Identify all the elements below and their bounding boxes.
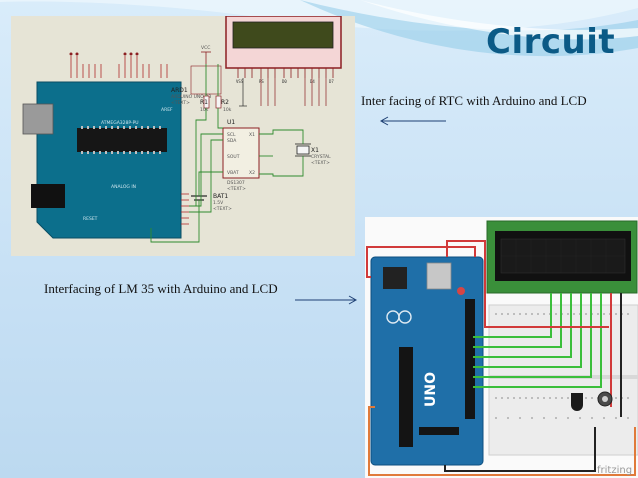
ds1307-part: DS1307	[227, 180, 245, 186]
arrow-right-icon	[295, 295, 358, 305]
analog-header	[419, 427, 459, 435]
reset-button	[457, 287, 465, 295]
usb-connector	[426, 262, 452, 290]
ard1-ref: ARD1	[171, 87, 188, 94]
caption-rtc: Inter facing of RTC with Arduino and LCD	[361, 93, 587, 108]
caption-lm35: Interfacing of LM 35 with Arduino and LC…	[44, 281, 278, 296]
atmega-label: ATMEGA328P-PU	[101, 120, 139, 126]
pin-sda: SDA	[227, 138, 237, 144]
ds1307-chip	[222, 127, 260, 179]
lm35-sensor	[571, 393, 583, 411]
resistor-r1	[203, 95, 210, 109]
breadboard	[488, 304, 638, 456]
lcd-pin-vss: VSS	[236, 79, 244, 84]
r2-ref: R2	[221, 99, 229, 106]
power-jack	[31, 184, 65, 208]
lcd-pin-d7: D7	[329, 79, 334, 84]
atmega-chip	[77, 128, 167, 152]
dc-jack	[383, 267, 407, 289]
ard1-name: ARDUINO UNO R3	[171, 94, 211, 100]
crystal	[296, 145, 310, 155]
lcd-pin-d4: D4	[310, 79, 315, 84]
r1-value: 10k	[200, 107, 209, 113]
bat1-value: 1.5V	[213, 200, 224, 206]
arrow-left-icon	[379, 116, 446, 126]
analog-label: ANALOG IN	[111, 184, 136, 190]
lcd-pins	[237, 68, 334, 78]
lcd-screen	[232, 21, 334, 49]
wires	[150, 64, 304, 243]
pin-x2: X2	[249, 170, 255, 176]
crystal-text-tag: <TEXT>	[311, 160, 330, 166]
usb-port	[22, 103, 54, 135]
digital-header	[465, 299, 475, 419]
resistor-r2	[215, 95, 222, 109]
atmega328-chip	[399, 347, 413, 447]
ard1-text-tag: <TEXT>	[171, 100, 190, 106]
lm35-breadboard-diagram: UNO	[365, 217, 638, 478]
bat1-ref: BAT1	[213, 193, 228, 200]
r1-ref: R1	[200, 99, 208, 106]
pin-scl: SCL	[227, 132, 236, 138]
ds1307-text-tag: <TEXT>	[227, 186, 246, 192]
lcd-pin-d0: D0	[282, 79, 287, 84]
bat1-text-tag: <TEXT>	[213, 206, 232, 212]
u1-ref: U1	[227, 119, 235, 126]
x1-ref: X1	[311, 147, 319, 154]
lcd-pin-rs: RS	[259, 79, 264, 84]
r2-value: 10k	[223, 107, 232, 113]
vcc-label: VCC	[201, 45, 210, 51]
uno-logo-text: UNO	[423, 372, 439, 407]
crystal-name: CRYSTAL	[311, 154, 331, 160]
rtc-schematic: VSS RS D0 D4 D7	[11, 15, 355, 256]
reset-label: RESET	[83, 216, 98, 222]
aref-label: AREF	[161, 107, 173, 113]
fritzing-watermark: fritzing	[597, 465, 632, 476]
pin-x1: X1	[249, 132, 255, 138]
arduino-board	[36, 81, 182, 239]
pin-sout: SOUT	[227, 154, 240, 160]
slide-title: Circuit	[486, 22, 616, 62]
pin-vbat: VBAT	[227, 170, 239, 176]
